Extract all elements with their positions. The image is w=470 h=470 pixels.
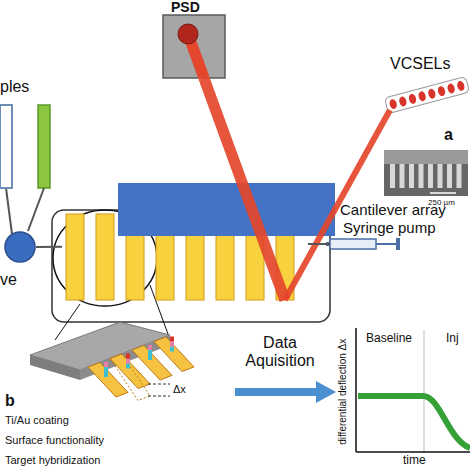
chip-side	[30, 355, 80, 380]
vcsel-emitter	[398, 96, 407, 107]
cantilever-bar	[96, 214, 114, 300]
axis-label: differential deflection Δx	[337, 327, 349, 457]
x-axis	[356, 451, 470, 453]
deflection-curve	[358, 396, 470, 448]
zoom-leader	[55, 304, 80, 340]
fluid-tube	[6, 188, 12, 234]
sem-chip-body	[384, 150, 468, 164]
sem-cantilever	[447, 164, 452, 188]
scale-label: 250 µm	[428, 198, 468, 207]
syringe-pump-shape	[330, 238, 402, 250]
vcsel-emitter	[446, 83, 455, 94]
panel-letter: b	[5, 392, 25, 410]
sem-image	[384, 150, 468, 196]
fluid-tube	[28, 188, 44, 231]
syringe-plunger-head	[396, 238, 400, 250]
sample-tubes: ples	[0, 100, 52, 188]
valve-shape	[4, 231, 36, 263]
panel-letter: a	[444, 126, 464, 144]
process-label: Data Aquisition	[232, 334, 328, 371]
sem-cantilever	[428, 164, 433, 188]
deflection-mark	[148, 384, 170, 385]
probe-strand	[104, 367, 108, 372]
fluid-tube	[36, 246, 62, 248]
laser-spot	[178, 24, 198, 44]
vcsel-emitter	[456, 80, 465, 91]
target-strand	[126, 359, 130, 364]
sem-cantilever	[390, 164, 395, 188]
layer-note: Target hybridization	[5, 454, 165, 467]
syringe-pump: Syringe pump	[330, 238, 402, 250]
scale-bar	[430, 192, 456, 194]
axis-label: time	[403, 454, 443, 468]
sem-cantilever	[400, 164, 405, 188]
syringe-plunger	[376, 243, 396, 245]
sem-cantilever	[457, 164, 462, 188]
y-axis	[355, 328, 357, 452]
node-label: ples	[0, 78, 60, 96]
sem-cantilever	[419, 164, 424, 188]
cantilever-chip-block	[118, 183, 335, 236]
node-label: VCSELs	[390, 55, 470, 73]
sample-tube	[0, 105, 12, 188]
sem-cantilever	[438, 164, 443, 188]
vcsel-carrier	[384, 76, 469, 113]
phase-label: Inj	[446, 332, 470, 346]
laser-beam	[285, 110, 390, 300]
flow-arrow-head	[316, 381, 336, 403]
probe-strand	[170, 347, 174, 352]
vcsel-emitter	[389, 98, 398, 109]
vcsel-emitter	[417, 91, 426, 102]
valve-symbol	[5, 232, 35, 262]
vcsel-emitter	[427, 88, 436, 99]
vcsel-array: VCSELs	[383, 78, 470, 110]
phase-divider	[424, 330, 425, 452]
probe-strand	[148, 355, 152, 360]
target-strand	[126, 354, 130, 359]
flow-arrow-shaft	[235, 388, 318, 396]
target-strand	[104, 362, 108, 367]
deflection-mark	[148, 396, 170, 397]
psd-detector: PSD	[163, 15, 225, 78]
vcsel-emitter	[437, 85, 446, 96]
sample-tube	[38, 105, 50, 188]
probe-strand	[148, 350, 152, 355]
cantilever-3d	[154, 337, 194, 372]
sem-cantilever	[409, 164, 414, 188]
fluid-tube	[308, 243, 330, 245]
layer-note: Ti/Au coating	[5, 414, 145, 427]
probe-strand	[126, 364, 130, 369]
target-strand	[170, 342, 174, 347]
deflection-label: Δx	[173, 383, 203, 396]
phase-label: Baseline	[366, 332, 426, 346]
valve: ve	[4, 231, 36, 263]
vcsel-array-shape	[383, 78, 470, 110]
node-label: ve	[0, 271, 40, 289]
sample-tubes-shape	[0, 100, 52, 188]
reflected-beam	[204, 78, 285, 300]
target-strand	[170, 337, 174, 342]
psd-detector-shape	[163, 15, 225, 78]
probe-strand	[104, 372, 108, 377]
syringe-barrel	[330, 239, 376, 249]
layer-note: Surface functionality	[5, 434, 165, 447]
vcsel-strip	[384, 76, 469, 113]
target-strand	[148, 345, 152, 350]
node-label: PSD	[171, 0, 231, 15]
node-label: Syringe pump	[343, 219, 468, 236]
vcsel-emitter	[408, 93, 417, 104]
detector-box	[163, 15, 225, 78]
cantilever-bar	[66, 214, 84, 300]
